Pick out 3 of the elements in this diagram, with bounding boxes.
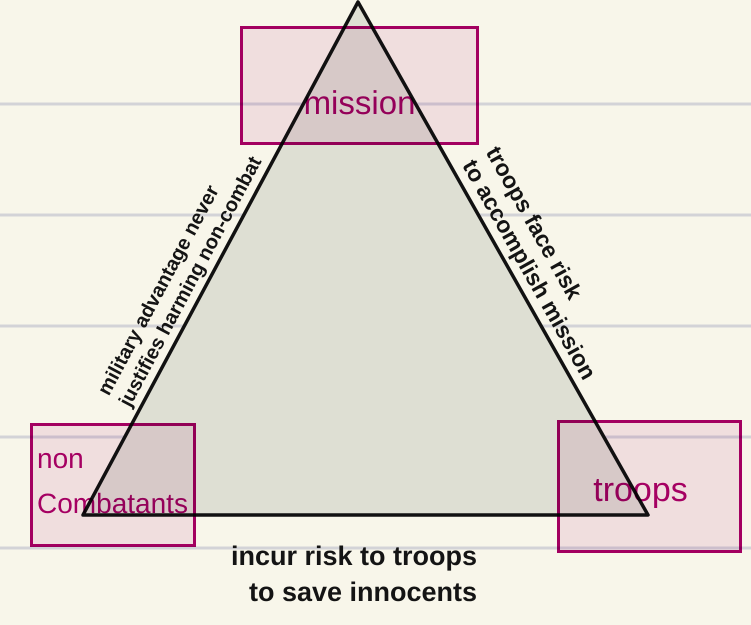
concept-box — [557, 420, 742, 553]
annotation-label: incur risk to troops to save innocents — [231, 540, 478, 609]
box-label: mission — [304, 83, 416, 123]
